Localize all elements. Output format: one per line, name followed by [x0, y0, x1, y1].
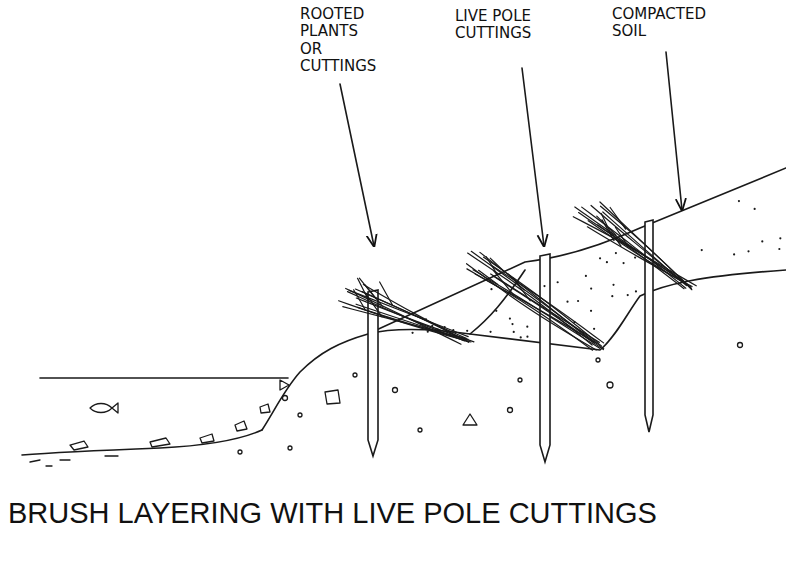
- soil-dot: [761, 240, 763, 242]
- soil-dot: [747, 250, 749, 252]
- soil-dot: [526, 336, 528, 338]
- soil-dot: [627, 294, 629, 296]
- leader-arrow: [522, 68, 544, 246]
- soil-dot: [425, 318, 427, 320]
- soil-dot: [779, 237, 781, 239]
- soil-dot: [452, 329, 454, 331]
- leader-arrow: [666, 52, 682, 210]
- soil-dot: [612, 284, 614, 286]
- brush-twig: [591, 205, 685, 283]
- brush-twig: [490, 258, 505, 272]
- soil-dot: [622, 262, 624, 264]
- brush-twig: [358, 307, 469, 340]
- soil-dot: [634, 256, 636, 258]
- soil-dot: [606, 261, 608, 263]
- figure-caption: BRUSH LAYERING WITH LIVE POLE CUTTINGS: [8, 496, 657, 531]
- soil-dot: [615, 252, 617, 254]
- brush-twig: [513, 278, 530, 301]
- brush-twig: [493, 276, 604, 350]
- brush-twig: [348, 292, 465, 341]
- soil-dot: [490, 288, 492, 290]
- brush-twig: [573, 217, 684, 282]
- soil-dot: [701, 249, 703, 251]
- brush-layers: [339, 202, 697, 350]
- soil-dot: [511, 323, 513, 325]
- brush-twig: [587, 227, 692, 287]
- soil-dot: [754, 208, 756, 210]
- brush-twig: [473, 270, 600, 348]
- soil-dot: [513, 331, 515, 333]
- soil-dot: [778, 248, 780, 250]
- brush-twig: [492, 266, 604, 343]
- water-line: [40, 377, 288, 379]
- soil-dot: [444, 326, 446, 328]
- soil-dot: [427, 331, 429, 333]
- soil-dot: [520, 336, 522, 338]
- soil-stipple: [411, 200, 781, 338]
- part-label: COMPACTED SOIL: [612, 6, 706, 41]
- soil-dot: [577, 300, 579, 302]
- part-label: ROOTED PLANTS OR CUTTINGS: [300, 6, 376, 75]
- brush-twig: [480, 252, 594, 343]
- soil-dot: [590, 310, 592, 312]
- soil-dot: [436, 328, 438, 330]
- brush-twig: [600, 202, 691, 288]
- soil-dot: [635, 290, 637, 292]
- soil-dot: [411, 332, 413, 334]
- brush-twig: [358, 278, 369, 300]
- soil-dot: [599, 257, 601, 259]
- soil-dot: [509, 317, 511, 319]
- soil-dot: [543, 285, 545, 287]
- soil-dot: [566, 301, 568, 303]
- soil-dot: [573, 321, 575, 323]
- soil-dot: [611, 295, 613, 297]
- brush-twig: [494, 271, 514, 295]
- soil-dot: [495, 310, 497, 312]
- brush-twig: [467, 264, 597, 350]
- soil-dot: [431, 325, 433, 327]
- soil-dot: [738, 200, 740, 202]
- part-label: LIVE POLE CUTTINGS: [455, 8, 531, 43]
- soil-dot: [489, 331, 491, 333]
- leader-arrow: [340, 84, 374, 246]
- brush-twig: [467, 269, 593, 350]
- stones: [30, 343, 743, 467]
- soil-dot: [466, 330, 468, 332]
- brush-twig: [575, 207, 689, 285]
- stream-bed: [22, 430, 262, 455]
- fish-symbol: [90, 403, 118, 413]
- brush-twig: [359, 278, 375, 298]
- fill-surface: [372, 168, 786, 332]
- brush-twig: [380, 282, 393, 305]
- soil-dot: [526, 326, 528, 328]
- brush-twig: [611, 232, 621, 246]
- brush-twig: [475, 274, 596, 343]
- soil-dot: [733, 253, 735, 255]
- soil-dot: [557, 281, 559, 283]
- soil-dot: [585, 275, 587, 277]
- soil-dot: [420, 323, 422, 325]
- soil-dot: [590, 287, 592, 289]
- brush-twig: [355, 289, 465, 340]
- bank-profile: [262, 270, 786, 430]
- soil-dot: [593, 328, 595, 330]
- live-poles: [368, 220, 653, 462]
- brush-twig: [471, 251, 603, 348]
